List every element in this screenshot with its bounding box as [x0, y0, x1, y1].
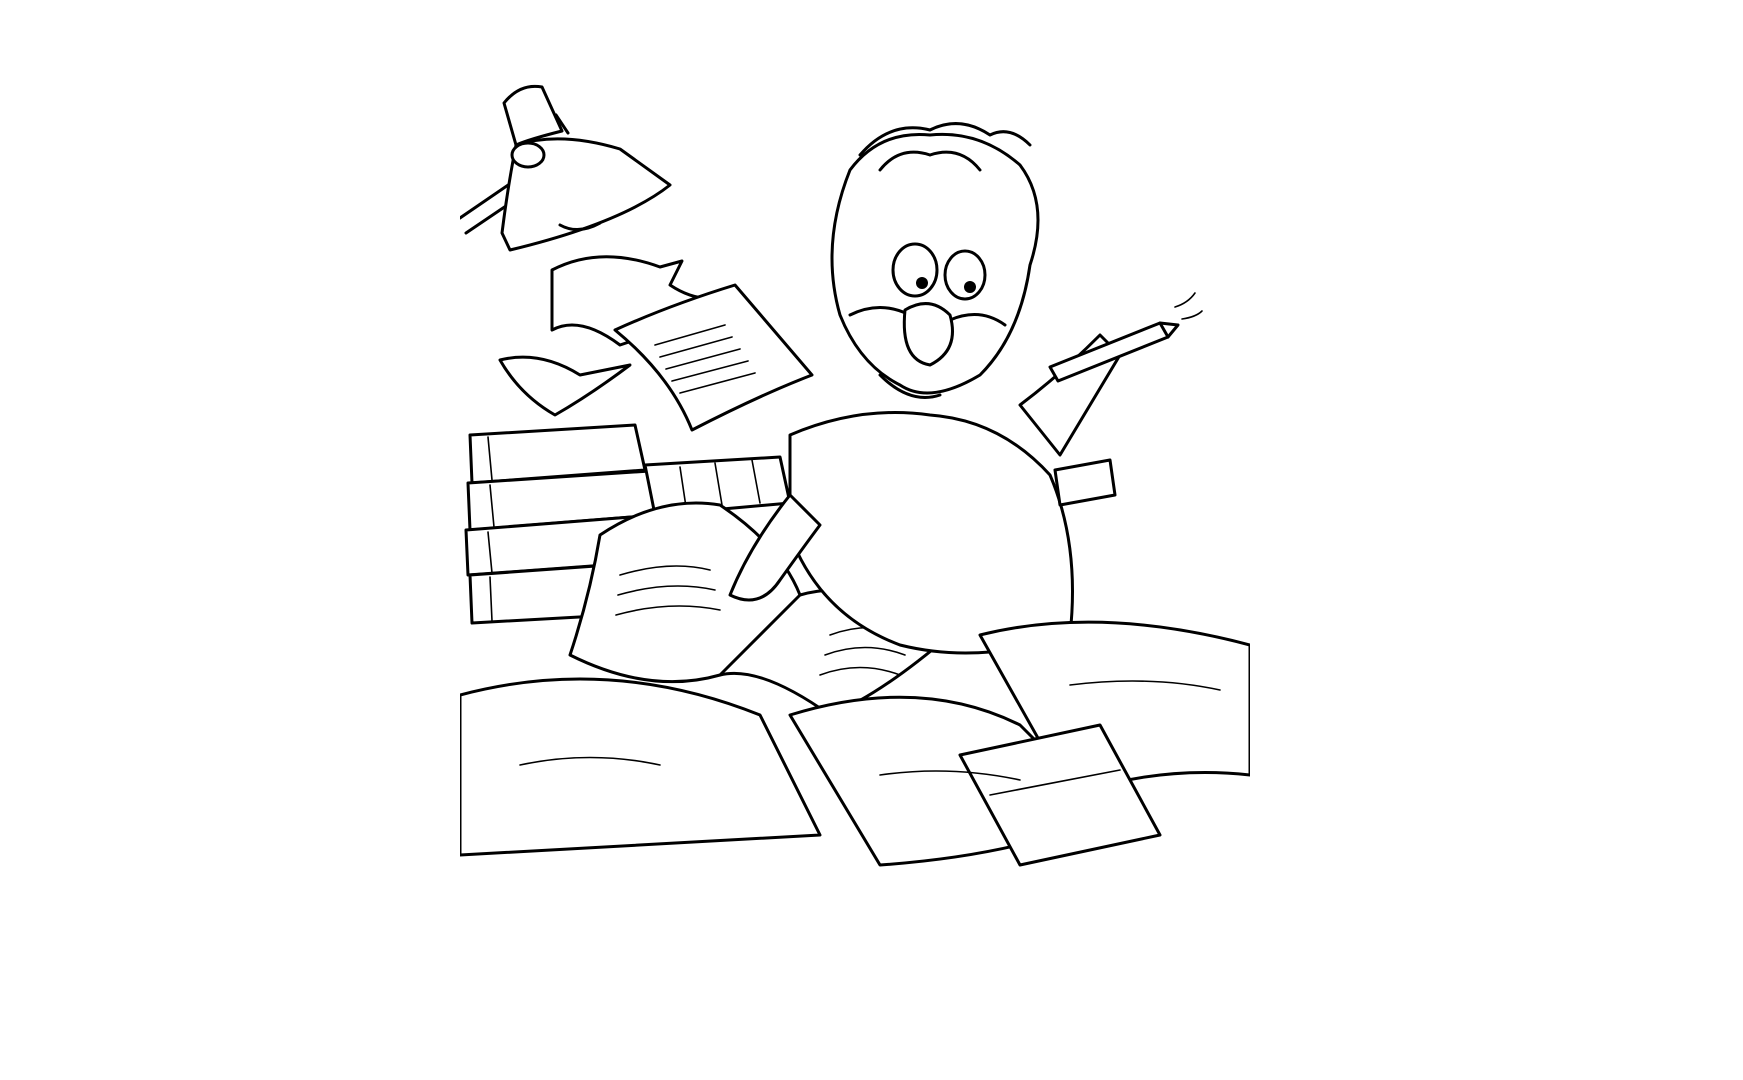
scholar-with-books-illustration — [460, 75, 1250, 910]
paper-text-lines — [654, 324, 756, 394]
open-book-pages — [568, 501, 952, 717]
book-spines — [487, 436, 495, 622]
lamp-top — [502, 84, 564, 147]
scholar-hair — [858, 122, 1032, 172]
paper-sheet-3 — [498, 355, 632, 417]
loose-sheet — [958, 723, 1162, 867]
book-stack — [464, 423, 792, 625]
illustration-canvas — [460, 84, 1250, 867]
scholar-left-pupil — [916, 277, 928, 289]
open-book — [568, 501, 952, 717]
lamp-highlight — [554, 113, 570, 135]
paper-sheet-2 — [613, 283, 814, 432]
paper-scribbles — [519, 680, 1221, 796]
scholar-body — [788, 411, 1074, 655]
paper-pile — [460, 620, 1250, 867]
pencil-motion-lines — [1174, 292, 1203, 320]
open-book-spine — [718, 593, 802, 677]
scholar-left-eye — [891, 242, 939, 298]
paper-pile-left — [460, 677, 822, 857]
flying-papers — [498, 255, 814, 432]
lamp-knob — [510, 141, 546, 169]
pencil-tip — [1158, 321, 1180, 339]
scholar-hand — [728, 493, 822, 602]
scholar-cuff — [1053, 458, 1117, 507]
scholar-mouth — [878, 373, 942, 399]
scholar-nose — [902, 302, 954, 367]
scholar-right-eye — [943, 249, 987, 301]
book-5-bands — [679, 459, 761, 508]
lamp-bulb-edge — [558, 221, 602, 231]
lamp-shade — [500, 137, 672, 252]
desk-lamp — [460, 84, 672, 252]
pencil — [1048, 292, 1203, 383]
scholar-right-pupil — [964, 281, 976, 293]
